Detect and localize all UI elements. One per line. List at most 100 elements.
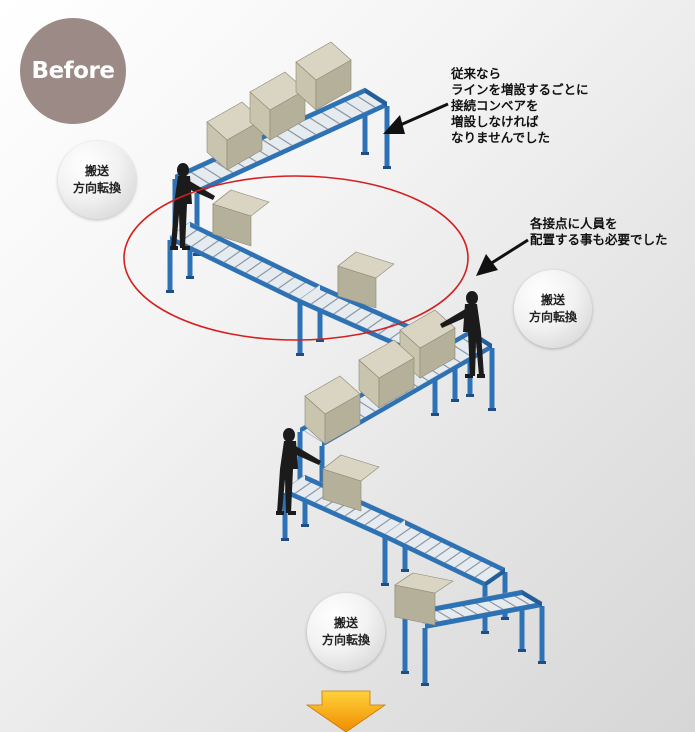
- bubble-line-1: 搬送: [84, 164, 109, 178]
- bubble-line-1: 搬送: [333, 616, 358, 630]
- before-badge: Before: [20, 18, 126, 124]
- badge-label: Before: [31, 58, 115, 84]
- callout-arrow-icon: [383, 102, 449, 134]
- conveyor-foot: [281, 538, 289, 541]
- conveyor-foot: [296, 353, 304, 356]
- box-icon: [358, 339, 415, 409]
- conveyor-foot: [361, 152, 369, 155]
- box-face: [399, 309, 456, 349]
- worker-shoe: [276, 511, 284, 515]
- conveyor-foot: [301, 524, 309, 527]
- conveyor-foot: [316, 339, 324, 342]
- conveyor-foot: [451, 399, 459, 402]
- box-icon: [206, 101, 263, 171]
- worker-head: [466, 291, 478, 305]
- conveyor-foot: [421, 683, 429, 686]
- box-icon: [394, 572, 454, 626]
- bubble-line-2: 方向転換: [321, 633, 370, 647]
- worker-head: [283, 428, 295, 442]
- highlight-ellipse: [123, 175, 469, 341]
- conveyor-leg: [539, 606, 545, 661]
- conveyor-foot: [488, 408, 496, 411]
- worker-arm: [292, 445, 321, 465]
- conveyor-leg: [382, 538, 388, 583]
- conveyor-leg: [187, 226, 193, 276]
- conveyor-side-rail: [197, 102, 387, 194]
- conveyor-leg: [489, 348, 495, 408]
- note-line: 配置する事も必要でした: [530, 232, 668, 247]
- conveyor-end-rail: [485, 568, 505, 587]
- box-face: [304, 375, 361, 415]
- worker-shoe: [170, 246, 178, 250]
- conveyor-foot: [401, 569, 409, 572]
- worker-icon: [276, 428, 321, 515]
- callout-note-staffing: 各接点に人員を 配置する事も必要でした: [530, 216, 668, 248]
- conveyor-leg: [519, 594, 525, 649]
- direction-change-bubble-right: 搬送 方向転換: [514, 270, 592, 348]
- box-face: [212, 189, 270, 217]
- conveyor-leg: [194, 193, 200, 253]
- worker-arm: [440, 308, 469, 328]
- conveyor-leg: [282, 493, 288, 538]
- conveyor-leg: [319, 446, 325, 506]
- conveyor-foot: [466, 394, 474, 397]
- worker-shoe: [465, 374, 473, 378]
- conveyor-leg: [402, 616, 408, 671]
- cargo-boxes: [206, 41, 456, 626]
- conveyor-foot: [501, 617, 509, 620]
- worker-shoe: [182, 246, 190, 250]
- note-line: なりませんでした: [451, 130, 551, 145]
- conveyor-side-rail: [322, 344, 492, 447]
- box-face: [358, 339, 415, 379]
- bubble-line-2: 方向転換: [528, 310, 577, 324]
- box-face: [394, 572, 454, 594]
- conveyor-foot: [431, 413, 439, 416]
- worker-body: [277, 441, 298, 513]
- conveyor-foot: [186, 276, 194, 279]
- conveyor-side-rail: [190, 222, 320, 290]
- down-arrow-icon: [305, 690, 387, 732]
- bubble-line-1: 搬送: [540, 293, 565, 307]
- conveyor-foot: [381, 583, 389, 586]
- conveyor-leg: [384, 106, 390, 166]
- conveyor-side-rail: [405, 520, 505, 573]
- note-line: 従来なら: [451, 66, 502, 81]
- conveyor-leg: [432, 363, 438, 413]
- box-icon: [249, 71, 306, 141]
- callout-note-connection: 従来なら ラインを増設するごとに 接続コンベアを 増設しなければ なりませんでし…: [451, 66, 589, 146]
- conveyor-foot: [481, 631, 489, 634]
- box-icon: [295, 41, 352, 111]
- direction-change-bubble-bottom: 搬送 方向転換: [307, 593, 385, 671]
- conveyor-segment: [381, 519, 509, 634]
- box-icon: [337, 251, 395, 309]
- box-icon: [322, 454, 380, 512]
- conveyor-foot: [538, 661, 546, 664]
- conveyor-leg: [452, 349, 458, 399]
- worker-body: [463, 304, 484, 376]
- box-face: [337, 251, 395, 279]
- conveyor-leg: [362, 92, 368, 152]
- callout-arrow-icon: [476, 238, 529, 276]
- conveyor-foot: [401, 671, 409, 674]
- conveyor-leg: [422, 628, 428, 683]
- worker-icon: [440, 291, 485, 378]
- conveyor-side-rail: [170, 236, 300, 304]
- note-line: 各接点に人員を: [530, 216, 618, 231]
- worker-shoe: [288, 511, 296, 515]
- conveyor-end-rail: [365, 88, 387, 107]
- conveyor-foot: [383, 166, 391, 169]
- conveyor-side-rail: [425, 602, 542, 629]
- conveyor-side-rail: [385, 534, 485, 587]
- worker-head: [177, 163, 189, 177]
- conveyor-foot: [518, 649, 526, 652]
- conveyor-leg: [317, 289, 323, 339]
- box-icon: [212, 189, 270, 247]
- conveyor-foot: [193, 253, 201, 256]
- direction-change-bubble-left: 搬送 方向転換: [58, 141, 136, 219]
- conveyor-side-rail: [285, 489, 385, 539]
- conveyor-leg: [297, 303, 303, 353]
- conveyor-segment: [166, 221, 324, 356]
- note-line: ラインを増設するごとに: [451, 82, 589, 97]
- note-line: 接続コンベアを: [451, 98, 539, 113]
